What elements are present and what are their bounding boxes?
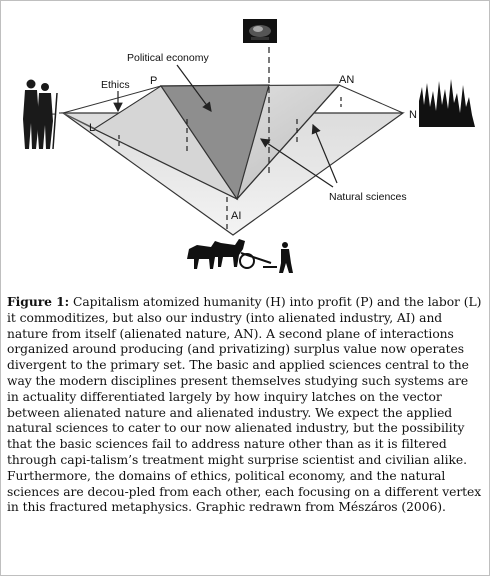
vertex-p-label: P xyxy=(150,75,157,87)
natural-sciences-label: Natural sciences xyxy=(329,191,407,203)
vertex-an-label: AN xyxy=(339,74,354,86)
vertex-ai-label: AI xyxy=(231,210,241,222)
caption-text: Capitalism atomized humanity (H) into pr… xyxy=(7,295,482,515)
vertex-n-label: N xyxy=(409,109,417,121)
human-figures-icon xyxy=(23,79,58,150)
microscope-photo-icon xyxy=(243,19,277,43)
natural-sciences-arrow-2 xyxy=(311,123,338,184)
caption-prefix: Figure 1: xyxy=(7,294,70,309)
vertex-l-label: L xyxy=(89,122,95,134)
natural-sciences-arrow-1 xyxy=(260,138,334,188)
political-economy-triangle xyxy=(159,84,270,201)
ethics-label: Ethics xyxy=(101,79,130,91)
forest-silhouette-icon xyxy=(419,79,475,127)
diagram: Political economy Ethics Natural science… xyxy=(23,19,475,273)
horse-plough-icon xyxy=(187,239,293,273)
political-economy-label: Political economy xyxy=(127,52,209,64)
political-economy-arrow xyxy=(176,64,212,112)
figure-caption: Figure 1: Capitalism atomized humanity (… xyxy=(7,294,483,516)
vertex-h-label: H xyxy=(49,109,57,121)
